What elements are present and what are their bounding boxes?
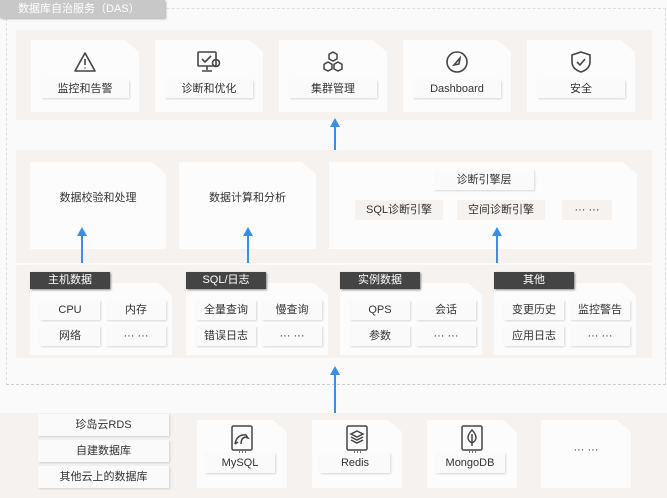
data-item: 变更历史 bbox=[504, 300, 564, 320]
data-item: 内存 bbox=[106, 300, 166, 320]
feature-card[interactable]: 集群管理 bbox=[279, 40, 387, 112]
data-item: ··· ··· bbox=[262, 326, 322, 346]
database-label: MongoDB bbox=[435, 453, 505, 473]
data-item: 网络 bbox=[40, 326, 100, 346]
sql-engine: SQL诊断引擎 bbox=[355, 200, 443, 220]
database-label: MySQL bbox=[205, 453, 275, 473]
validation-card: 数据校验和处理 bbox=[30, 162, 166, 249]
more-engines: ··· ··· bbox=[562, 200, 612, 220]
feature-label: 诊断和优化 bbox=[165, 80, 253, 98]
feature-label: 安全 bbox=[537, 80, 625, 98]
database-card: MySQL bbox=[197, 420, 287, 488]
data-item: QPS bbox=[350, 300, 410, 320]
data-item: CPU bbox=[40, 300, 100, 320]
group-tag: 主机数据 bbox=[30, 272, 110, 289]
arrow-up-icon bbox=[243, 227, 253, 263]
cluster-icon bbox=[320, 50, 346, 77]
data-item: 参数 bbox=[350, 326, 410, 346]
group-tag: SQL/日志 bbox=[186, 272, 266, 289]
more-databases: ··· ··· bbox=[573, 444, 599, 456]
source-item: 自建数据库 bbox=[38, 440, 169, 462]
arrow-up-icon bbox=[77, 227, 87, 263]
data-item: 监控警告 bbox=[570, 300, 630, 320]
data-group-card: CPU 内存网络 ··· ··· bbox=[30, 283, 172, 355]
feature-label: Dashboard bbox=[413, 80, 501, 98]
engine-layer-title: 诊断引擎层 bbox=[434, 170, 534, 190]
feature-card[interactable]: Dashboard bbox=[403, 40, 511, 112]
arrow-up-icon bbox=[330, 118, 340, 150]
compute-label: 数据计算和分析 bbox=[209, 192, 286, 204]
data-group-card: 全量查询慢查询错误日志 ··· ··· bbox=[186, 283, 328, 355]
data-item: 应用日志 bbox=[504, 326, 564, 346]
data-item: ··· ··· bbox=[570, 326, 630, 346]
arrow-up-icon bbox=[492, 227, 502, 263]
data-item: 全量查询 bbox=[196, 300, 256, 320]
monitor-check-icon bbox=[196, 50, 222, 77]
space-engine: 空间诊断引擎 bbox=[457, 200, 545, 220]
data-group-card: 变更历史监控警告应用日志 ··· ··· bbox=[494, 283, 636, 355]
data-item: ··· ··· bbox=[106, 326, 166, 346]
mongodb-leaf-icon bbox=[460, 424, 484, 457]
warning-icon bbox=[73, 50, 97, 77]
data-item: 慢查询 bbox=[262, 300, 322, 320]
arrow-up-icon bbox=[330, 366, 340, 413]
database-card: MongoDB bbox=[427, 420, 517, 488]
feature-card[interactable]: 安全 bbox=[527, 40, 635, 112]
validation-label: 数据校验和处理 bbox=[59, 192, 137, 204]
das-container bbox=[6, 8, 666, 385]
data-item: 错误日志 bbox=[196, 326, 256, 346]
database-label: Redis bbox=[320, 453, 390, 473]
source-item: 珍岛云RDS bbox=[38, 414, 169, 436]
redis-stack-icon bbox=[345, 424, 369, 457]
source-item: 其他云上的数据库 bbox=[38, 466, 169, 488]
data-item: ··· ··· bbox=[416, 326, 476, 346]
feature-label: 集群管理 bbox=[289, 80, 377, 98]
database-card: Redis bbox=[312, 420, 402, 488]
shield-icon bbox=[569, 50, 593, 77]
engine-card: 诊断引擎层 SQL诊断引擎 空间诊断引擎 ··· ··· bbox=[329, 162, 637, 249]
group-tag: 其他 bbox=[494, 272, 574, 289]
diagram-title: 数据库自治服务（DAS） bbox=[0, 0, 165, 18]
data-group-card: QPS 会话参数 ··· ··· bbox=[340, 283, 482, 355]
feature-card[interactable]: 诊断和优化 bbox=[155, 40, 263, 112]
gauge-icon bbox=[445, 50, 469, 77]
data-item: 会话 bbox=[416, 300, 476, 320]
feature-label: 监控和告警 bbox=[41, 80, 129, 98]
mysql-dolphin-icon bbox=[230, 424, 254, 457]
database-card: ··· ··· bbox=[541, 420, 631, 488]
group-tag: 实例数据 bbox=[340, 272, 420, 289]
feature-card[interactable]: 监控和告警 bbox=[31, 40, 139, 112]
